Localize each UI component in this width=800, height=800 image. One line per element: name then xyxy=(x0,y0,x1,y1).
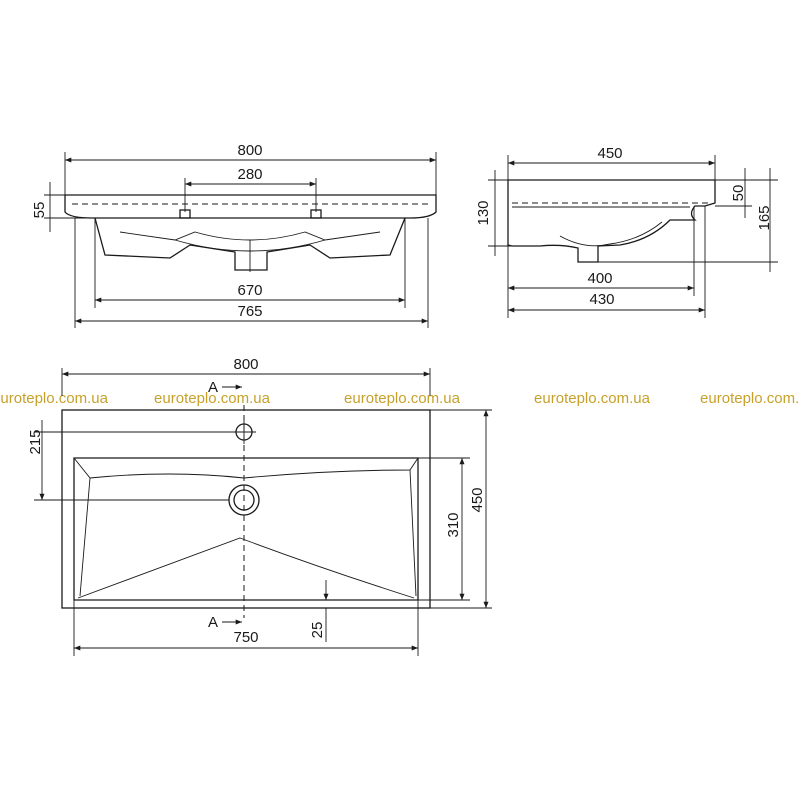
watermark-text: euroteplo.com.ua xyxy=(154,390,271,407)
section-label-bottom: A xyxy=(208,614,218,631)
front-view: 800 280 55 670 765 xyxy=(31,142,437,328)
bowl-width-label: 670 xyxy=(237,282,262,299)
side-view: 450 130 50 165 400 430 xyxy=(475,145,778,318)
rim-thickness-label: 50 xyxy=(730,185,747,202)
sink-outline xyxy=(61,409,431,609)
watermark-text: euroteplo.com.ua xyxy=(534,390,651,407)
tap-spacing-label: 280 xyxy=(237,166,262,183)
total-height-label: 165 xyxy=(756,205,773,230)
bowl-depth-label: 310 xyxy=(445,512,462,537)
watermark-row: euroteplo.com.ua euroteplo.com.ua eurote… xyxy=(0,390,800,407)
side-height-label: 130 xyxy=(475,200,492,225)
rim-height-label: 55 xyxy=(31,202,48,219)
front-width-label: 800 xyxy=(237,142,262,159)
top-depth-label: 450 xyxy=(469,487,486,512)
side-depth-label: 450 xyxy=(597,145,622,162)
watermark-text: euroteplo.com.ua xyxy=(0,390,109,407)
base-width-label: 765 xyxy=(237,303,262,320)
top-width-label: 800 xyxy=(233,356,258,373)
watermark-text: euroteplo.com.ua xyxy=(344,390,461,407)
outer-depth-label: 430 xyxy=(589,291,614,308)
watermark-text: euroteplo.com.ua xyxy=(700,390,800,407)
top-view: 800 A 215 310 450 xyxy=(27,356,492,656)
tap-offset-label: 215 xyxy=(27,429,44,454)
section-label-top: A xyxy=(208,379,218,396)
top-bowl-width-label: 750 xyxy=(233,629,258,646)
front-margin-label: 25 xyxy=(309,622,326,639)
inner-depth-label: 400 xyxy=(587,270,612,287)
